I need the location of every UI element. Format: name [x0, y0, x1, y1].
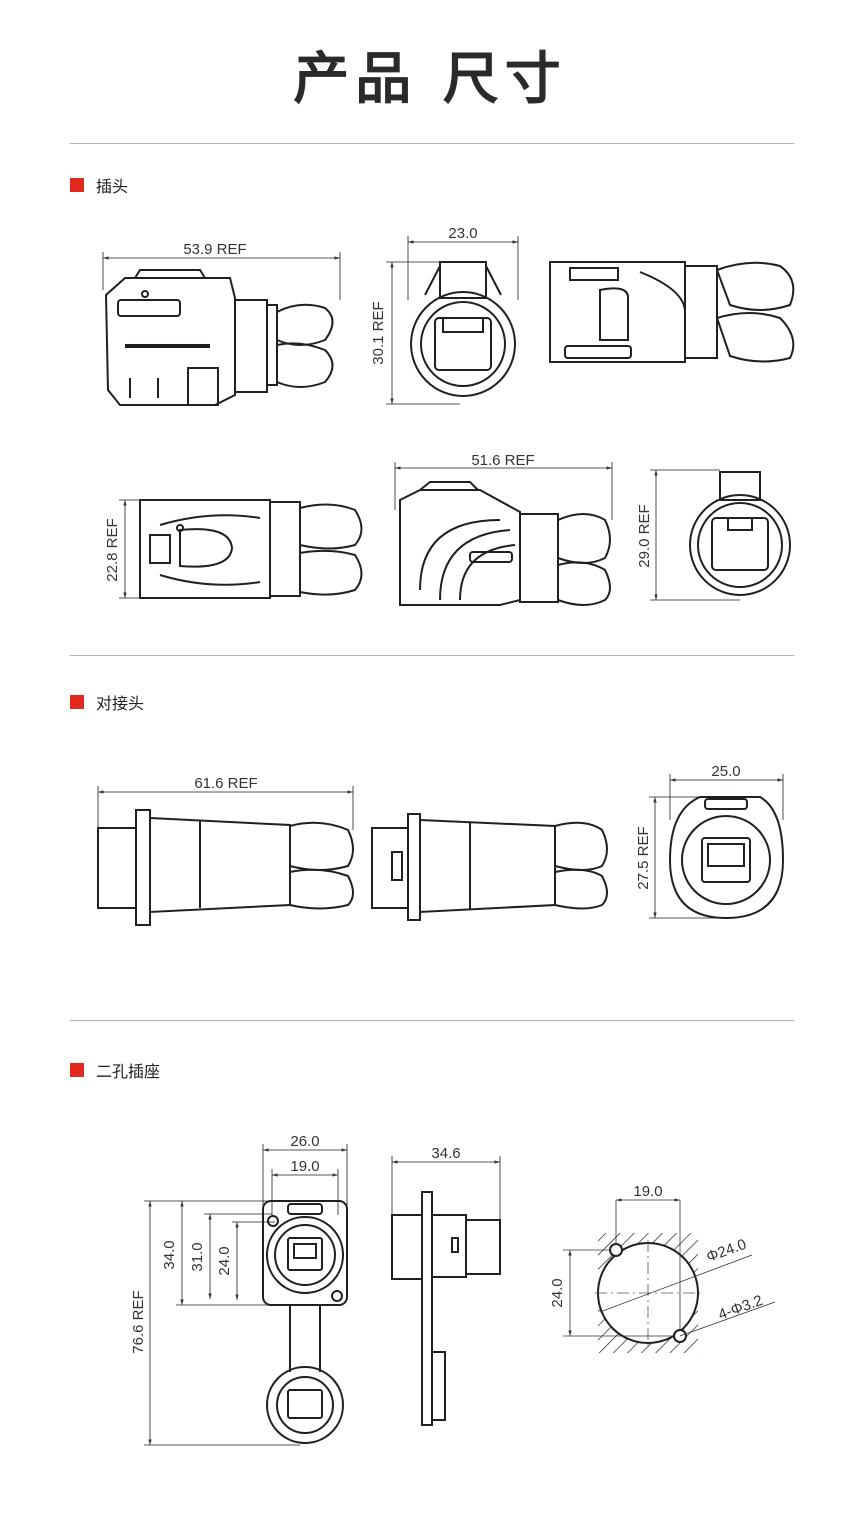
red-square-icon — [70, 1063, 84, 1077]
dim-label: 22.8 REF — [104, 518, 121, 581]
mating-front-view — [649, 774, 785, 920]
section-header-plug: 插头 — [70, 173, 128, 197]
receptacle-panel-cutout — [563, 1198, 776, 1353]
section-label: 对接头 — [96, 694, 145, 713]
dim-label: 34.0 — [161, 1240, 178, 1269]
dim-label: 4-Φ3.2 — [716, 1292, 765, 1324]
receptacle-side-view — [391, 1156, 501, 1426]
dim-label: 34.6 — [431, 1145, 460, 1162]
divider — [70, 655, 794, 656]
plug-top-view — [549, 261, 795, 363]
mating-top-view — [371, 813, 608, 921]
dim-label: 61.6 REF — [194, 775, 257, 792]
receptacle-front-view — [144, 1144, 348, 1446]
section-header-receptacle: 二孔插座 — [70, 1058, 160, 1082]
dim-label: 23.0 — [448, 225, 477, 242]
dim-label: 30.1 REF — [370, 301, 387, 364]
plug-side-view — [102, 252, 341, 406]
divider — [70, 1020, 794, 1021]
red-square-icon — [70, 695, 84, 709]
section-header-mating: 对接头 — [70, 690, 144, 714]
page-title: 产品 尺寸 — [293, 47, 567, 112]
dim-label: 24.0 — [549, 1278, 566, 1307]
plug-rear-view — [650, 469, 791, 601]
plug-top-view-2 — [119, 499, 363, 599]
section-label: 插头 — [96, 177, 129, 196]
plug-side-view-2 — [394, 462, 613, 606]
dim-label: Φ24.0 — [704, 1236, 749, 1266]
dim-label: 25.0 — [711, 763, 740, 780]
divider — [70, 143, 794, 144]
dim-label: 31.0 — [189, 1242, 206, 1271]
dim-label: 27.5 REF — [635, 826, 652, 889]
section-label: 二孔插座 — [96, 1062, 161, 1081]
dim-label: 24.0 — [216, 1246, 233, 1275]
dim-label: 76.6 REF — [130, 1290, 147, 1353]
dim-label: 53.9 REF — [183, 241, 246, 258]
dim-label: 29.0 REF — [636, 504, 653, 567]
mating-side-view — [97, 786, 354, 926]
plug-front-view — [386, 236, 519, 405]
red-square-icon — [70, 178, 84, 192]
dim-label: 51.6 REF — [471, 452, 534, 469]
dim-label: 19.0 — [633, 1183, 662, 1200]
dim-label: 26.0 — [290, 1133, 319, 1150]
dim-label: 19.0 — [290, 1158, 319, 1175]
